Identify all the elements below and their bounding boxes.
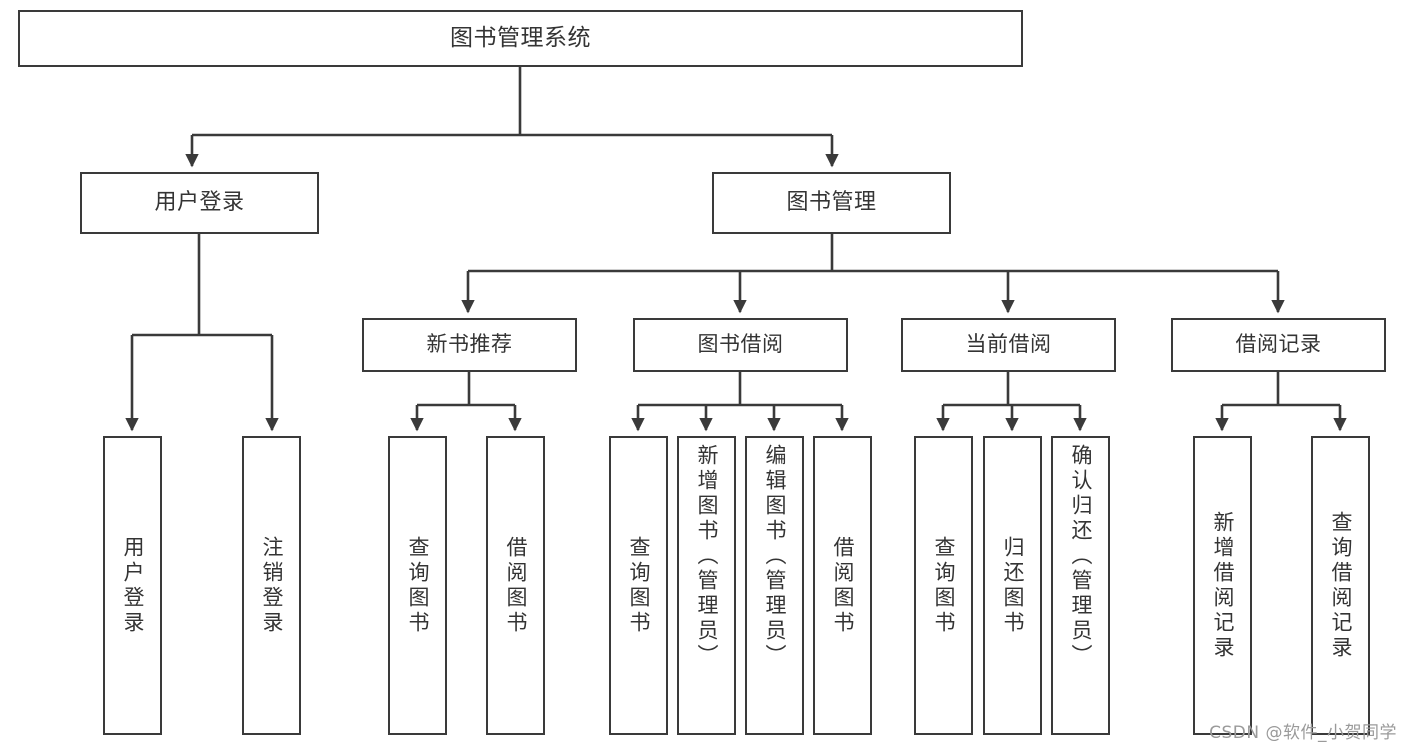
node-label: 借阅图书: [504, 535, 528, 636]
node-label: 注销登录: [260, 535, 284, 636]
node-current-borrow[interactable]: 当前借阅: [901, 318, 1116, 372]
node-book-management[interactable]: 图书管理: [712, 172, 951, 234]
leaf-recommend-borrow-book[interactable]: 借阅图书: [486, 436, 545, 735]
node-borrow-record[interactable]: 借阅记录: [1171, 318, 1386, 372]
node-label: 当前借阅: [965, 332, 1052, 357]
leaf-borrow-query-book[interactable]: 查询图书: [609, 436, 668, 735]
leaf-record-add-borrow-record[interactable]: 新增借阅记录: [1193, 436, 1252, 735]
leaf-current-confirm-return-admin[interactable]: 确认归还（管理员）: [1051, 436, 1110, 735]
leaf-borrow-borrow-book[interactable]: 借阅图书: [813, 436, 872, 735]
leaf-user-logout[interactable]: 注销登录: [242, 436, 301, 735]
leaf-recommend-query-book[interactable]: 查询图书: [388, 436, 447, 735]
node-label: 图书借阅: [697, 332, 784, 357]
node-book-borrow[interactable]: 图书借阅: [633, 318, 848, 372]
leaf-borrow-edit-book-admin[interactable]: 编辑图书（管理员）: [745, 436, 804, 735]
node-label: 归还图书: [1001, 535, 1025, 636]
node-root-system[interactable]: 图书管理系统: [18, 10, 1023, 67]
node-label: 新书推荐: [426, 332, 513, 357]
node-label: 查询借阅记录: [1329, 510, 1353, 661]
leaf-borrow-add-book-admin[interactable]: 新增图书（管理员）: [677, 436, 736, 735]
node-label: 新增图书（管理员）: [695, 444, 719, 669]
leaf-record-query-borrow-record[interactable]: 查询借阅记录: [1311, 436, 1370, 735]
node-label: 借阅图书: [831, 535, 855, 636]
node-label: 图书管理系统: [450, 24, 591, 51]
node-label: 用户登录: [121, 535, 145, 636]
node-user-login[interactable]: 用户登录: [80, 172, 319, 234]
node-label: 确认归还（管理员）: [1069, 444, 1093, 669]
leaf-current-return-book[interactable]: 归还图书: [983, 436, 1042, 735]
node-label: 新增借阅记录: [1211, 510, 1235, 661]
node-label: 借阅记录: [1235, 332, 1322, 357]
node-label: 编辑图书（管理员）: [763, 444, 787, 669]
leaf-user-login[interactable]: 用户登录: [103, 436, 162, 735]
node-label: 图书管理: [786, 189, 877, 215]
node-label: 查询图书: [627, 535, 651, 636]
node-new-book-recommend[interactable]: 新书推荐: [362, 318, 577, 372]
node-label: 查询图书: [932, 535, 956, 636]
leaf-current-query-book[interactable]: 查询图书: [914, 436, 973, 735]
csdn-watermark: CSDN @软件_小贺同学: [1209, 723, 1397, 743]
node-label: 查询图书: [406, 535, 430, 636]
node-label: 用户登录: [154, 189, 245, 215]
